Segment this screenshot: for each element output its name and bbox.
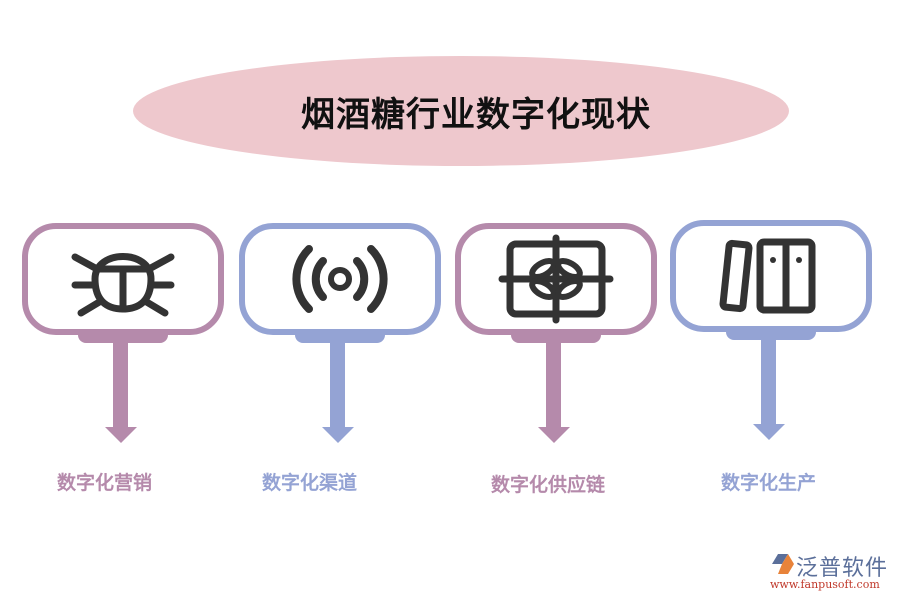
brand-logo: 泛普软件 www.fanpusoft.com <box>770 550 895 595</box>
arrow-down-icon <box>105 427 137 443</box>
arrow-stem <box>546 341 561 429</box>
node-channel <box>239 223 441 473</box>
bug-icon <box>22 223 224 335</box>
card-base <box>726 326 816 340</box>
arrow-stem <box>113 341 128 429</box>
gift-box-icon <box>455 223 657 335</box>
arrow-down-icon <box>322 427 354 443</box>
logo-mark-icon <box>772 554 794 574</box>
page-title: 烟酒糖行业数字化现状 <box>301 94 651 135</box>
node-production <box>670 220 872 470</box>
arrow-down-icon <box>538 427 570 443</box>
arrow-stem <box>761 338 776 426</box>
label-production: 数字化生产 <box>721 472 817 494</box>
node-marketing <box>22 223 224 473</box>
logo-name: 泛普软件 <box>796 556 889 581</box>
card-base <box>78 329 168 343</box>
arrow-stem <box>330 341 345 429</box>
label-channel: 数字化渠道 <box>262 472 358 494</box>
logo-url: www.fanpusoft.com <box>770 578 880 591</box>
binders-icon <box>670 220 872 332</box>
arrow-down-icon <box>753 424 785 440</box>
node-supply-chain <box>455 223 657 473</box>
title-banner: 烟酒糖行业数字化现状 <box>133 56 789 166</box>
label-marketing: 数字化营销 <box>57 472 153 494</box>
card-base <box>295 329 385 343</box>
label-supply-chain: 数字化供应链 <box>491 474 606 496</box>
card-base <box>511 329 601 343</box>
broadcast-icon <box>239 223 441 335</box>
